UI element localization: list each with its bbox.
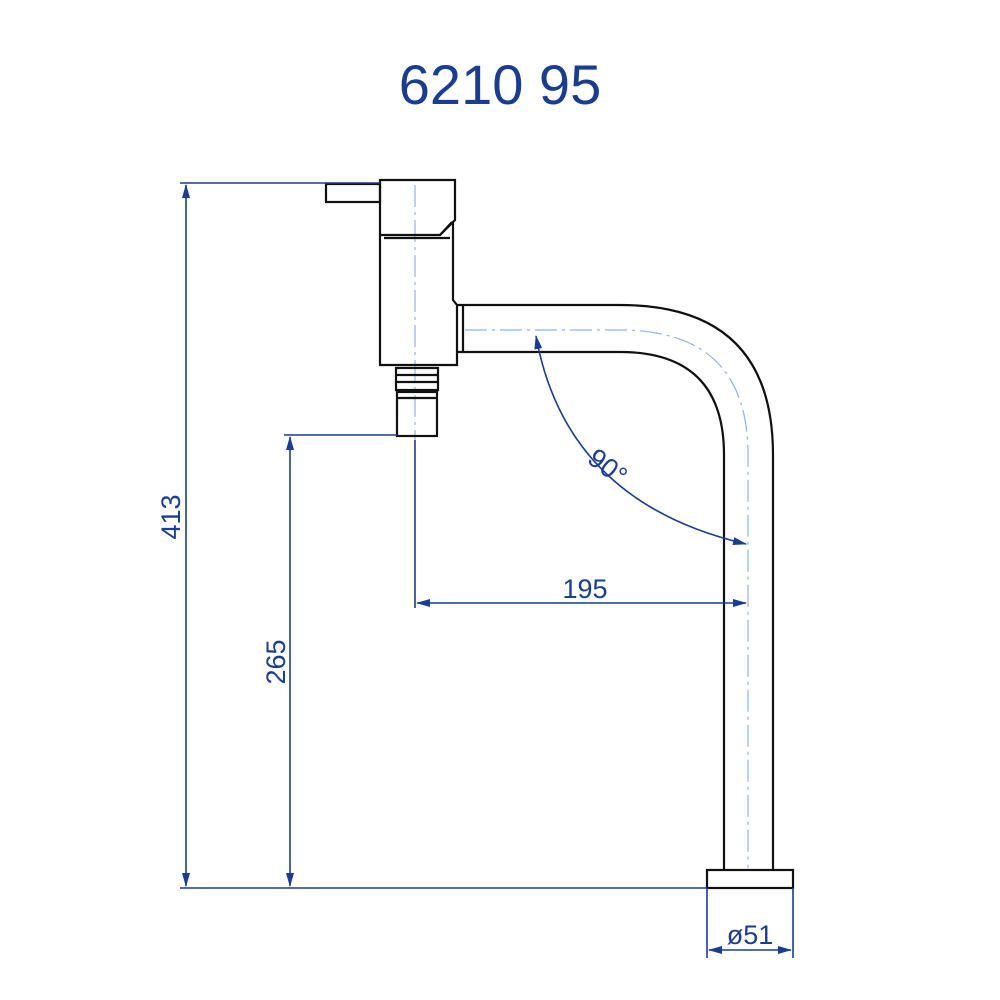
- angle-arc: [534, 335, 747, 545]
- label-total-height: 413: [156, 494, 186, 539]
- dimension-spout-height: 265: [261, 434, 397, 887]
- label-angle: 90°: [582, 443, 633, 492]
- base-flange: [705, 868, 795, 890]
- faucet-outline: [324, 178, 795, 890]
- product-number-title: 6210 95: [398, 53, 602, 116]
- centerlines: [414, 185, 749, 868]
- spout-inner-edge: [457, 350, 726, 870]
- lever-handle: [324, 182, 382, 204]
- dimension-spout-reach: 195: [414, 440, 747, 608]
- cap-bevel-line: [439, 221, 453, 236]
- label-spout-height: 265: [261, 639, 291, 684]
- spout-outer-edge: [457, 303, 775, 870]
- cartridge-cap: [378, 178, 457, 237]
- dimension-angle: 90°: [534, 335, 747, 545]
- aerator-outlet: [395, 390, 439, 438]
- label-spout-reach: 195: [562, 574, 607, 604]
- aerator-nut: [394, 366, 440, 392]
- valve-body: [378, 222, 459, 367]
- label-base-diameter: ø51: [727, 920, 774, 950]
- dimension-base-diameter: ø51: [706, 888, 794, 958]
- dimension-total-height: 413: [156, 182, 707, 889]
